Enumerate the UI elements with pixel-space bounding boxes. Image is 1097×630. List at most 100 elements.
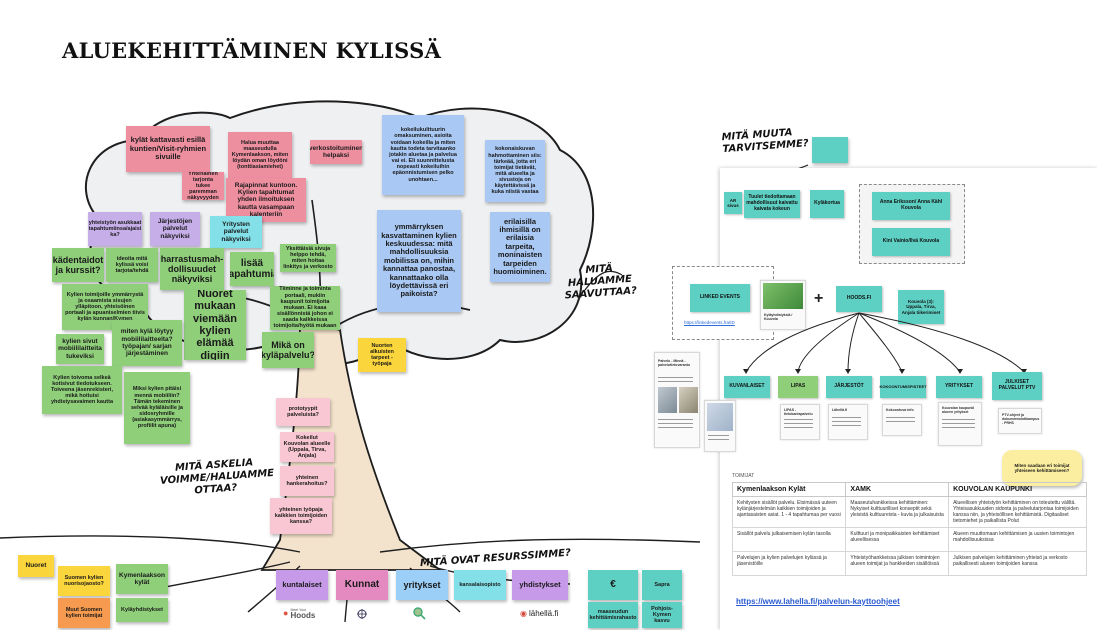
sticky-note[interactable]: kokonaiskuvan hahmottaminen siis: tärkeä… <box>485 140 545 202</box>
sticky-note[interactable]: kokeilukulttuurin omaksuminen, asioita v… <box>382 115 464 195</box>
sticky-note[interactable]: Kouvola (3): Uppala, Tirva, Anjala tiike… <box>898 290 944 324</box>
sticky-note[interactable]: Nuorten alkuisten tarpeet - työpaja <box>358 338 406 372</box>
category-note[interactable]: YRITYKSET <box>936 376 982 398</box>
sticky-note[interactable]: Kyläkortua <box>810 190 844 218</box>
sticky-note[interactable]: yhteinen työpaja kaikkien toimijoiden ka… <box>270 498 332 534</box>
yritykset-thumbnail[interactable]: Kouvolan kaupunki alueen yritykset <box>938 402 982 446</box>
table-row: Kehitysten sisällöt palvelu. Etsimässä u… <box>731 496 1087 528</box>
sticky-note[interactable]: Nuoret <box>18 555 54 577</box>
table-cell: Palvelujen ja kylien palvelujen kylässä … <box>731 551 847 576</box>
sticky-note[interactable]: AR sivus <box>724 192 742 214</box>
hoods-logo-tagline: Meet Your <box>290 608 307 612</box>
lahella-ohjeet-link[interactable]: https://www.lahella.fi/palvelun-kayttooh… <box>736 597 900 606</box>
sticky-note[interactable]: Kunnat <box>336 570 388 600</box>
table-header-row: Kymenlaakson Kylät XAMK KOUVOLAN KAUPUNK… <box>731 482 1087 497</box>
category-note[interactable]: JÄRJESTÖT <box>826 376 872 398</box>
lahella-logo-text: lähellä.fi <box>528 609 559 618</box>
linked-events-link[interactable]: https://linkedevents.fra/ID <box>684 320 735 325</box>
plus-sign: + <box>814 290 824 307</box>
sticky-note[interactable]: miten kylä löytyy mobiililaitteelta? työ… <box>112 320 182 366</box>
map-image <box>763 283 803 310</box>
table-cell: Yhteistyöhankkeissa julkisen toimintojen… <box>845 551 950 576</box>
sticky-note[interactable]: Tiiminne ja toiminta portaali, mukiin ka… <box>270 286 340 330</box>
sticky-note[interactable]: Yritysten palvelut näkyviksi <box>210 216 262 248</box>
category-note[interactable]: JULKISET PALVELUT PTV <box>992 372 1042 400</box>
table-cell: Kehitysten sisällöt palvelu. Etsimässä u… <box>731 496 847 528</box>
thumbnail-caption: Lähellä.fi <box>832 408 848 412</box>
sticky-note[interactable]: kädentaidot ja kurssit? <box>52 248 104 282</box>
label-mita-halutaan: MITÄ HALUAMME SAAVUTTAA? <box>564 263 638 302</box>
sticky-note[interactable]: yhteinen hankerahoitus? <box>280 466 334 496</box>
thumbnail-caption: Kouvolan kaupunki alueen yritykset <box>942 406 975 414</box>
sticky-note[interactable]: verkostoituminen helpaksi <box>310 140 362 164</box>
sticky-note[interactable]: harrastusmah-dollisuudet näkyviksi <box>160 248 224 290</box>
kouvola-map-thumbnail[interactable]: Kyläyhdistyksiä / Kouvola <box>760 280 806 330</box>
label-mita-askelia: MITÄ ASKELIA VOIMME/HALUAMME OTTAA? <box>159 457 275 497</box>
connector-arrows <box>743 312 1027 374</box>
sticky-note[interactable]: kansalaisopisto <box>454 570 506 600</box>
sticky-note[interactable]: Yksittäisiä sivuja helppo tehdä, miten h… <box>280 244 336 272</box>
toimijat-table: Kymenlaakson Kylät XAMK KOUVOLAN KAUPUNK… <box>731 482 1087 576</box>
hoods-fi-note[interactable]: HOODS.FI <box>836 286 882 312</box>
sticky-note[interactable]: Yhtenäinen tarjonta tukee paremman näkyv… <box>182 172 224 200</box>
sticky-note[interactable]: Muut Suomen kylien toimijat <box>58 598 110 628</box>
sticky-note[interactable]: kuntalaiset <box>276 570 328 600</box>
sticky-note[interactable]: yhteistyön asukkaat tapahtumiinsa/ajaisi… <box>88 212 142 246</box>
column-header: KOUVOLAN KAUPUNKI <box>948 482 1087 497</box>
kokoontumis-thumbnail[interactable]: Kokoontuva info <box>882 404 922 436</box>
sticky-note[interactable]: yhdistykset <box>512 570 568 600</box>
mobile-screenshot-thumbnail[interactable]: Palvelu - Minnä - palvelutietovaranto <box>654 352 700 448</box>
linked-events-note[interactable]: LINKED EVENTS <box>690 284 750 312</box>
sticky-note[interactable]: Järjestöjen palvelut näkyviksi <box>150 212 200 246</box>
column-header: Kymenlaakson Kylät <box>731 482 847 497</box>
sticky-note[interactable]: prototyypit palveluista? <box>276 398 330 426</box>
sticky-note[interactable]: Nuoret mukaan viemään kylien elämää digi… <box>184 290 246 360</box>
sticky-note[interactable]: ymmärryksen kasvattaminen kylien keskuud… <box>377 210 461 312</box>
lahella-logo-icon: ◉ <box>520 609 527 618</box>
hoods-logo-text: Hoods <box>290 611 316 620</box>
sticky-note[interactable]: maaseudun kehittämisrahasto <box>588 602 638 628</box>
sticky-note[interactable]: Rajapinnat kuntoon. Kylien tapahtumat yh… <box>226 178 306 222</box>
ptv-thumbnail[interactable]: PTV-ohjeet ja dokumentointikampus - PRHS <box>998 408 1042 434</box>
sticky-note[interactable]: Anna Eriksson/ Anna Kähl Kouvola <box>872 192 950 220</box>
map-pin-icon: ● <box>283 608 289 618</box>
thumbnail-caption: Kokoontuva info <box>886 408 914 412</box>
sticky-note[interactable]: Tuulet tiedottamaan mahdollisuut kaivatt… <box>744 190 800 218</box>
thumbnail-caption: Kyläyhdistyksiä / Kouvola <box>764 313 793 321</box>
sticky-note[interactable]: Miksi kylien pitäisi mennä mobiiliin? Tä… <box>124 372 190 444</box>
sticky-note[interactable]: erilaisilla ihmisillä on erilaisia tarpe… <box>490 212 550 282</box>
sticky-note[interactable]: Suomen kylien nuorisojaosto? <box>58 566 110 596</box>
sticky-note[interactable]: yritykset <box>396 570 448 600</box>
sticky-note[interactable]: Halua muuttaa maaseudulla Kymenlaakson, … <box>228 132 292 178</box>
thumbnail-caption: Palvelu - Minnä - palvelutietovaranto <box>658 359 691 367</box>
sticky-note[interactable]: Pohjois-Kymen kasvu <box>642 602 682 628</box>
category-note[interactable]: KOKOONTUMISPISTEET <box>879 376 927 398</box>
sticky-note[interactable]: € <box>588 570 638 600</box>
category-note[interactable]: KUVANLAISET <box>724 376 770 398</box>
question-note[interactable]: Miten saadaan eri toimijat yhteiseen keh… <box>1002 450 1082 486</box>
thumbnail-caption: LIPAS - tietokantapalvelu <box>784 408 813 416</box>
sticky-note[interactable]: Mikä on kyläpalvelu? <box>262 332 314 368</box>
sticky-note[interactable]: Kyläyhdistykset <box>116 598 168 622</box>
sticky-note[interactable]: Kini Vainio/Ilvä Kouvola <box>872 228 950 256</box>
lipas-thumbnail[interactable]: LIPAS - tietokantapalvelu <box>780 404 820 440</box>
sticky-note[interactable]: kylien sivut mobiililaitteita tukeviksi <box>56 334 104 364</box>
screenshot-thumbnail[interactable] <box>704 400 736 452</box>
empty-sticky-note[interactable] <box>812 137 848 163</box>
table-cell: Julkisen palvelujen kehittäminen yhteisö… <box>948 551 1087 576</box>
table-cell: Alueellisen yhteistyön kehittäminen on t… <box>948 496 1087 528</box>
sticky-note[interactable]: Kylien toivoma selkeä kotisivut tiedotuk… <box>42 366 122 414</box>
lahella-thumbnail[interactable]: Lähellä.fi <box>828 404 868 440</box>
column-header: XAMK <box>845 482 950 497</box>
sticky-note[interactable]: Kymenlaakson kylät <box>116 564 168 594</box>
sticky-note[interactable]: kylät kattavasti esillä kuntien/Visit-ry… <box>126 126 210 172</box>
sticky-note[interactable]: Sapra <box>642 570 682 600</box>
sticky-note[interactable]: ideoita mitä kylissä voisi tarjota/tehdä <box>106 248 158 282</box>
hoods-logo: ● Meet Your Hoods <box>283 607 316 620</box>
sticky-note[interactable]: lisää tapahtumia <box>230 252 274 286</box>
thumbnail-image <box>707 403 733 431</box>
category-note[interactable]: LIPAS <box>778 376 818 398</box>
sticky-note[interactable]: Kokeilut Kouvolan alueelle (Uppala, Tirv… <box>280 432 334 462</box>
table-row: Sisällöt palvelu julkaisemisen kylän tas… <box>731 527 1087 552</box>
